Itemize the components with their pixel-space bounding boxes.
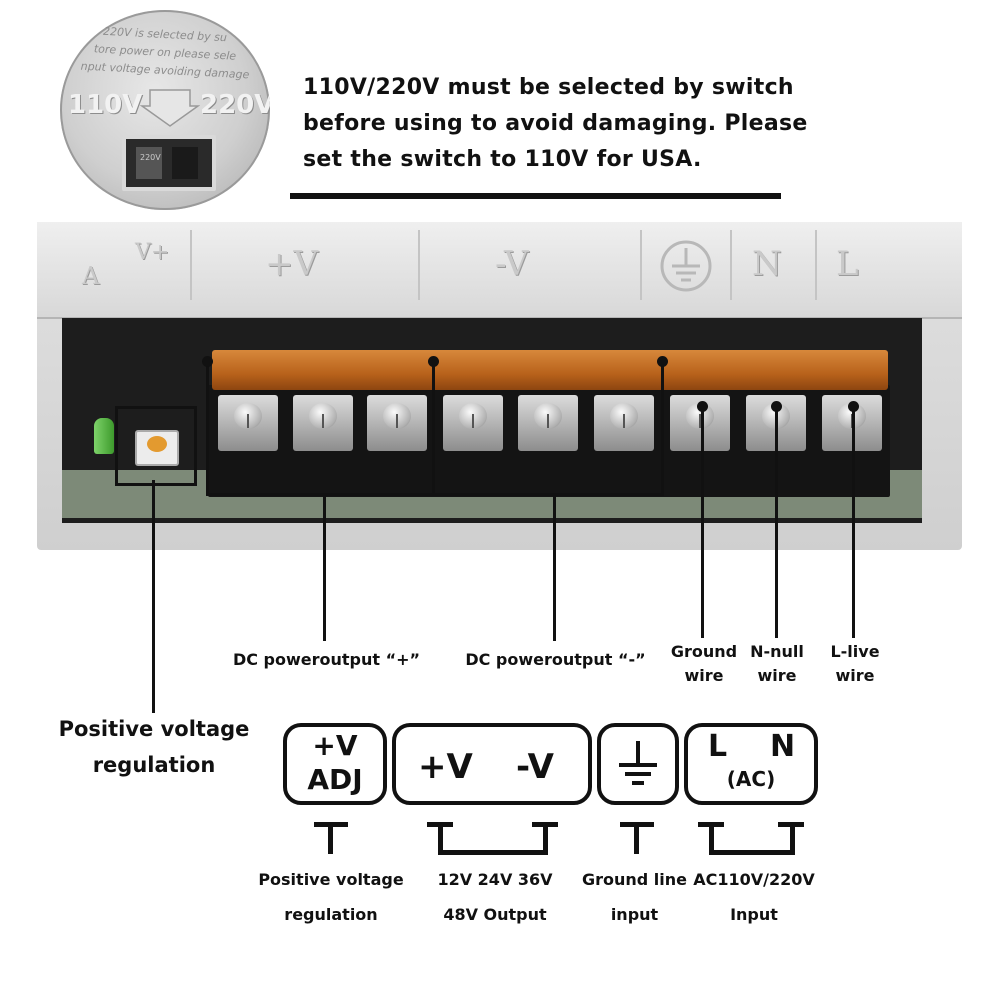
adj-caption-1: Positive voltage: [258, 870, 404, 889]
adj-box-adj: ADJ: [307, 763, 363, 796]
panel-divider: [815, 230, 817, 300]
callout-dot: [657, 356, 668, 367]
panel-divider: [730, 230, 732, 300]
ac-symbol-box: L N (AC): [684, 723, 818, 805]
note-underline: [290, 193, 781, 199]
dc-plus-bracket-left: [206, 362, 209, 496]
callout-dot: [428, 356, 439, 367]
engr-minus-v: -V: [495, 244, 529, 284]
dc-plus-label: DC poweroutput “+”: [232, 650, 421, 669]
n-null-label-1: N-null: [750, 642, 804, 661]
voltage-warning-note: 110V/220V must be selected by switch bef…: [303, 70, 823, 178]
panel-divider: [640, 230, 642, 300]
out-caption-1: 12V 24V 36V: [437, 870, 553, 889]
output-symbol-box: +V -V: [392, 723, 592, 805]
dc-bracket-mid: [432, 362, 435, 496]
dc-minus-label: DC poweroutput “-”: [465, 650, 646, 669]
l-live-label-1: L-live: [830, 642, 880, 661]
engr-ground-icon: [660, 240, 712, 292]
out-box-plus-v: +V: [418, 747, 473, 787]
adj-box-plus-v: +V: [312, 729, 358, 762]
switch-knob: [136, 147, 162, 179]
inset-110v-label: 110V: [68, 90, 143, 120]
voltage-adjust-potentiometer[interactable]: [135, 430, 179, 466]
switch-knob-dark: [172, 147, 198, 179]
note-line-2: before using to avoid damaging. Please: [303, 111, 808, 136]
dc-minus-leader: [553, 493, 556, 641]
dc-bracket-bottom: [206, 493, 664, 496]
switch-closeup-inset: 220V is selected by su tore power on ple…: [60, 10, 270, 210]
ac-box-ac: (AC): [726, 767, 776, 791]
switch-220v-label: 220V: [140, 153, 161, 162]
inset-220v-label: 220V: [200, 90, 270, 120]
terminal-screw-2[interactable]: [293, 395, 353, 451]
gnd-tee-stem: [634, 822, 639, 854]
panel-divider: [190, 230, 192, 300]
led-indicator: [94, 418, 114, 454]
dc-plus-leader: [323, 493, 326, 641]
ac-bracket: [709, 822, 795, 855]
engr-l: L: [836, 244, 859, 284]
ground-symbol-icon: [619, 741, 657, 785]
terminal-screw-6[interactable]: [594, 395, 654, 451]
note-line-3: set the switch to 110V for USA.: [303, 147, 702, 172]
ac-box-l: L: [708, 729, 728, 764]
pot-knob: [147, 436, 167, 452]
output-bracket: [438, 822, 548, 855]
terminal-cover: [212, 350, 888, 390]
gnd-caption-1: Ground line: [581, 870, 688, 889]
terminal-screw-3[interactable]: [367, 395, 427, 451]
ground-wire-label-2: wire: [684, 666, 724, 685]
engr-adj-a: A: [82, 262, 100, 290]
l-live-label-2: wire: [835, 666, 875, 685]
ground-symbol-box: [597, 723, 679, 805]
inset-arrow-icon: [140, 89, 200, 127]
panel-divider: [418, 230, 420, 300]
out-box-minus-v: -V: [516, 747, 554, 787]
ground-wire-label-1: Ground: [670, 642, 738, 661]
ac-caption-2: Input: [730, 905, 778, 924]
pos-reg-label-2: regulation: [92, 753, 216, 777]
n-wire-leader: [775, 405, 778, 638]
adj-caption-2: regulation: [284, 905, 378, 924]
terminal-screw-ground[interactable]: [670, 395, 730, 451]
pos-reg-label-1: Positive voltage: [58, 717, 250, 741]
terminal-screw-4[interactable]: [443, 395, 503, 451]
voltage-selector-switch[interactable]: 220V: [122, 135, 216, 191]
ac-box-n: N: [770, 729, 796, 764]
dc-minus-bracket-right: [661, 362, 664, 496]
ac-caption-1: AC110V/220V: [693, 870, 815, 889]
engr-adj-v: V+: [135, 240, 170, 265]
adj-symbol-box: +V ADJ: [283, 723, 387, 805]
l-wire-leader: [852, 405, 855, 638]
terminal-screw-5[interactable]: [518, 395, 578, 451]
engr-n: N: [752, 244, 782, 284]
pot-callout-line: [152, 480, 155, 713]
callout-dot: [202, 356, 213, 367]
n-null-label-2: wire: [757, 666, 797, 685]
note-line-1: 110V/220V must be selected by switch: [303, 75, 794, 100]
potentiometer-callout-box: [115, 406, 197, 486]
gnd-caption-2: input: [610, 905, 659, 924]
ground-wire-leader: [701, 405, 704, 638]
adj-tee-stem: [328, 822, 333, 854]
out-caption-2: 48V Output: [443, 905, 547, 924]
terminal-screw-1[interactable]: [218, 395, 278, 451]
engr-plus-v: +V: [265, 244, 319, 284]
